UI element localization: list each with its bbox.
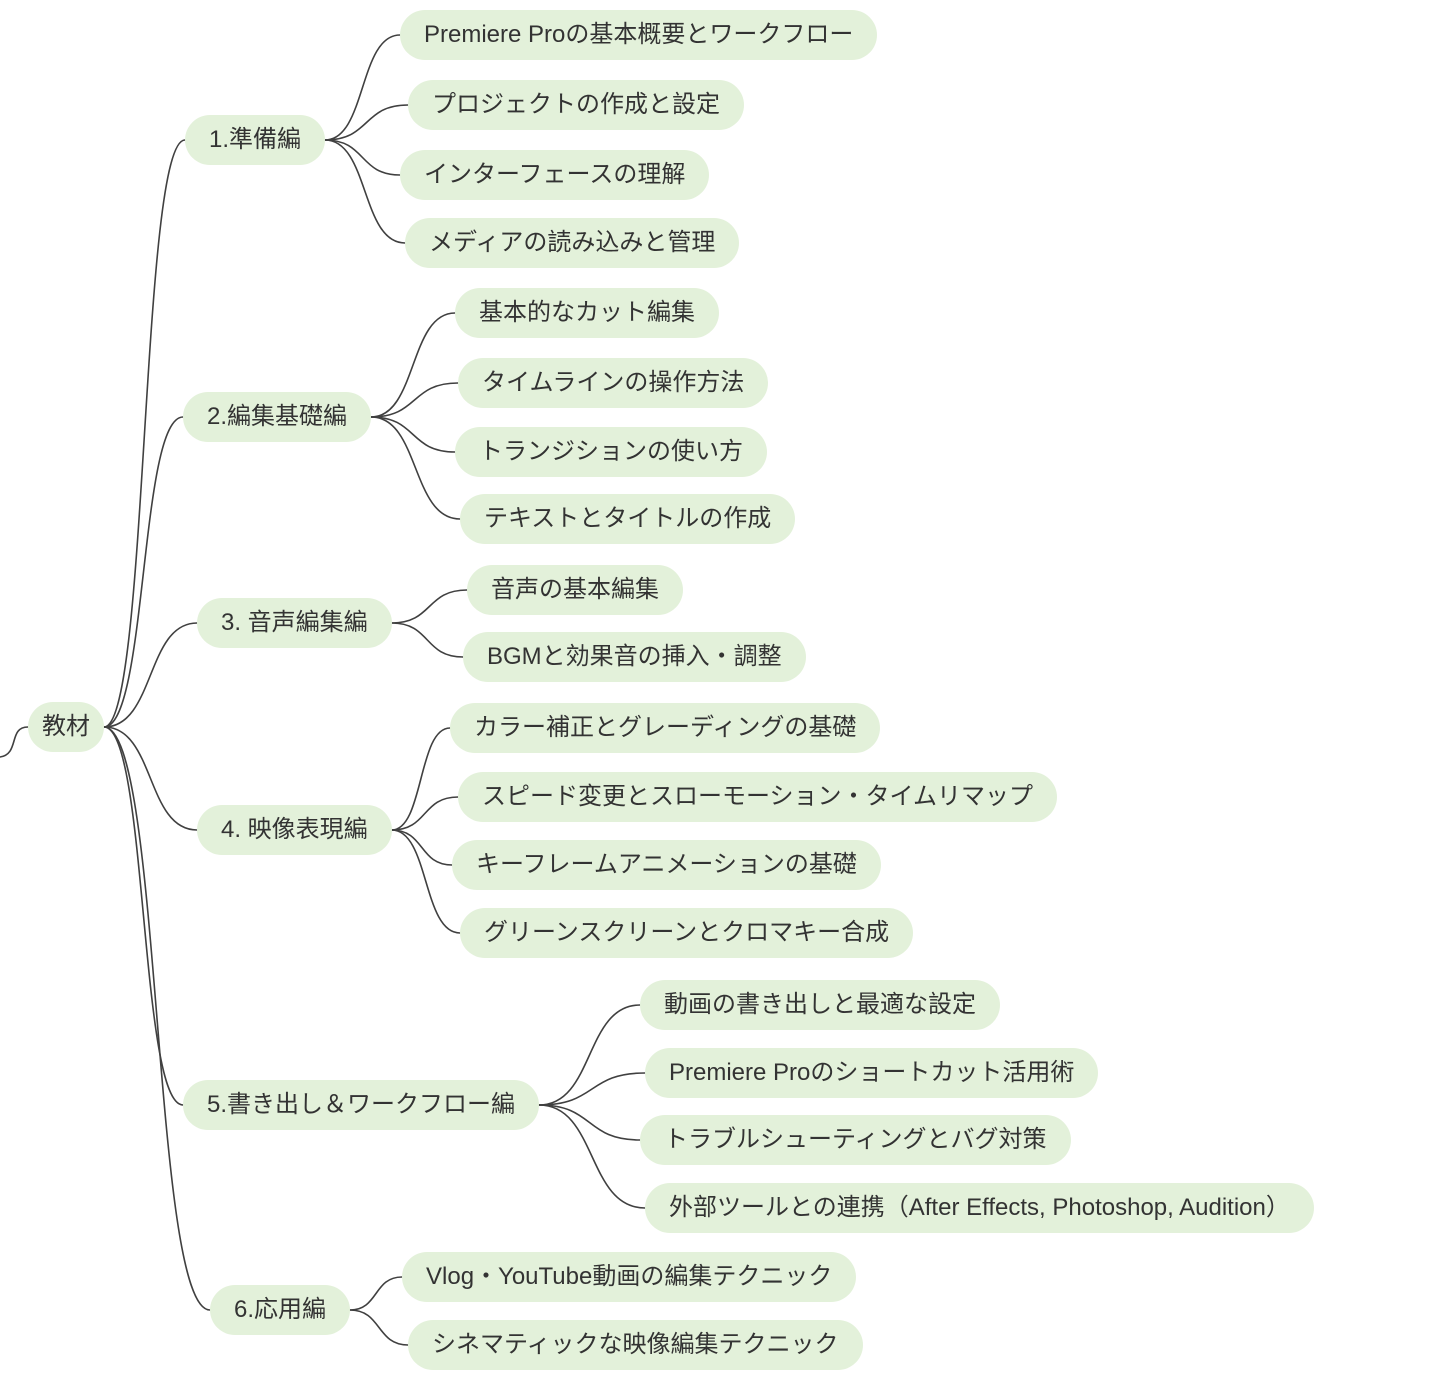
mindmap-leaf-node[interactable]: キーフレームアニメーションの基礎: [452, 840, 881, 890]
mindmap-leaf-node[interactable]: BGMと効果音の挿入・調整: [463, 632, 806, 682]
mindmap-leaf-node[interactable]: カラー補正とグレーディングの基礎: [450, 703, 881, 753]
mindmap-leaf-node[interactable]: 外部ツールとの連携（After Effects, Photoshop, Audi…: [645, 1183, 1314, 1233]
mindmap-leaf-node[interactable]: タイムラインの操作方法: [458, 358, 769, 408]
mindmap-leaf-node[interactable]: トランジションの使い方: [455, 427, 767, 477]
mindmap-branch-node[interactable]: 5.書き出し＆ワークフロー編: [183, 1080, 540, 1130]
mindmap-leaf-node[interactable]: インターフェースの理解: [400, 150, 710, 200]
mindmap-leaf-node[interactable]: トラブルシューティングとバグ対策: [640, 1115, 1071, 1165]
mindmap-leaf-node[interactable]: グリーンスクリーンとクロマキー合成: [460, 908, 914, 958]
mindmap-leaf-node[interactable]: Vlog・YouTube動画の編集テクニック: [402, 1252, 857, 1302]
mindmap-branch-node[interactable]: 6.応用編: [210, 1285, 351, 1335]
mindmap-branch-node[interactable]: 4. 映像表現編: [197, 805, 392, 855]
mindmap-leaf-node[interactable]: テキストとタイトルの作成: [460, 494, 796, 544]
mindmap-leaf-node[interactable]: 基本的なカット編集: [455, 288, 719, 338]
mindmap-leaf-node[interactable]: 音声の基本編集: [467, 565, 683, 615]
mindmap-leaf-node[interactable]: Premiere Proの基本概要とワークフロー: [400, 10, 878, 60]
mindmap-leaf-node[interactable]: スピード変更とスローモーション・タイムリマップ: [458, 772, 1058, 822]
mindmap-leaf-node[interactable]: 動画の書き出しと最適な設定: [640, 980, 1000, 1030]
mindmap-branch-node[interactable]: 1.準備編: [185, 115, 326, 165]
mindmap-leaf-node[interactable]: Premiere Proのショートカット活用術: [645, 1048, 1099, 1098]
mindmap-branch-node[interactable]: 2.編集基礎編: [183, 392, 372, 442]
mindmap-leaf-node[interactable]: シネマティックな映像編集テクニック: [408, 1320, 863, 1370]
mindmap-leaf-node[interactable]: メディアの読み込みと管理: [405, 218, 740, 268]
mindmap-branch-node[interactable]: 3. 音声編集編: [197, 598, 392, 648]
mindmap-leaf-node[interactable]: プロジェクトの作成と設定: [408, 80, 744, 130]
mindmap-root-node[interactable]: 教材: [28, 702, 104, 752]
